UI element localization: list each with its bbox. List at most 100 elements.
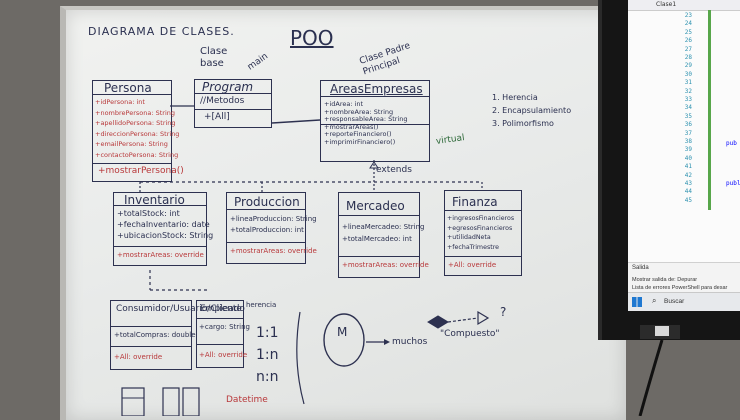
consumidor-name: Consumidor/Usuario/Cliente (116, 304, 242, 314)
line-number: 26 (684, 37, 692, 45)
error-list-tabs[interactable]: Lista de errores PowerShell para desar (632, 285, 728, 291)
code-line: 29 (628, 62, 740, 70)
areas-attribute: +idArea: int (324, 100, 364, 108)
program-name: Program (202, 80, 254, 94)
program-divider (194, 93, 272, 94)
code-pub-2: publ (726, 180, 740, 187)
muchos-label: muchos (392, 337, 428, 347)
areas-attribute: +responsableArea: String (324, 115, 408, 123)
mercadeo-divider-2 (338, 256, 420, 257)
finanza-attribute: +fechaTrimestre (447, 243, 500, 251)
empleado-divider (196, 318, 244, 319)
consumidor-class-box (110, 300, 192, 370)
code-line: 39 (628, 146, 740, 154)
persona-attribute: +apellidoPersona: String (95, 119, 176, 127)
windows-taskbar: ⌕ Buscar (628, 292, 740, 311)
line-number: 28 (684, 54, 692, 61)
line-number: 33 (684, 96, 692, 103)
inventario-attribute: +totalStock: int (117, 209, 180, 218)
code-line: 24 (628, 20, 740, 28)
finanza-attribute: +egresosFinancieros (447, 224, 513, 232)
code-line: 25 (628, 29, 740, 37)
line-number: 25 (684, 28, 692, 36)
program-metodos: //Metodos (200, 96, 245, 106)
code-line: 42 (628, 172, 740, 180)
produccion-divider (226, 209, 306, 210)
line-number: 27 (684, 45, 692, 53)
line-number: 24 (684, 20, 692, 28)
output-panel: Salida Mostrar salida de: Depurar Lista … (628, 262, 740, 295)
editor-tab[interactable]: Clase1 (628, 0, 740, 11)
code-line: 31 (628, 79, 740, 87)
produccion-name: Produccion (234, 195, 300, 209)
code-line: 43 (628, 180, 740, 188)
produccion-class-box (226, 192, 306, 264)
line-number: 44 (684, 188, 692, 196)
output-label[interactable]: Salida (632, 265, 649, 271)
persona-method: +mostrarPersona() (98, 166, 184, 176)
persona-class-box (92, 80, 172, 182)
line-number: 31 (684, 79, 692, 87)
areas-divider (320, 96, 430, 97)
relation-note: herencia (246, 301, 277, 309)
relation-item: 1:n (256, 347, 279, 363)
code-line: 44 (628, 188, 740, 196)
mercadeo-name: Mercadeo (346, 199, 405, 213)
program-all: +[All] (204, 112, 230, 122)
finanza-divider-2 (444, 256, 522, 257)
compuesto-label: "Compuesto" (440, 329, 500, 339)
line-number: 36 (684, 121, 692, 129)
mercadeo-divider (338, 215, 420, 216)
line-number: 42 (684, 171, 692, 179)
empleado-attribute: +cargo: String (199, 323, 250, 331)
gutter-bar (708, 10, 711, 210)
finanza-attribute: +utilidadNeta (447, 234, 491, 241)
whiteboard (60, 6, 626, 420)
finanza-method: +All: override (448, 261, 497, 269)
line-number: 43 (684, 180, 692, 187)
code-line: 28 (628, 54, 740, 62)
persona-attribute: +contactoPersona: String (95, 150, 179, 159)
inventario-attribute: +fechaInventario: date (117, 220, 210, 229)
concept-list-item: 1. Herencia (492, 93, 538, 102)
finanza-attribute: +ingresosFinancieros (447, 215, 515, 222)
produccion-method: +mostrarAreas: override (230, 247, 317, 255)
relation-item: n:n (256, 369, 279, 385)
finanza-name: Finanza (452, 195, 498, 209)
search-icon[interactable]: ⌕ (652, 296, 657, 305)
taskbar-search-label[interactable]: Buscar (664, 298, 685, 305)
inventario-class-box (113, 192, 207, 266)
windows-start-icon[interactable] (632, 297, 642, 307)
code-line: 35 (628, 113, 740, 121)
line-number: 39 (684, 146, 692, 154)
areas-attribute: +mostrarAreas() (324, 122, 379, 131)
line-number: 29 (684, 62, 692, 70)
code-line: 26 (628, 37, 740, 45)
line-number: 38 (684, 138, 692, 145)
areas-attribute: +reporteFinanciero() (324, 130, 392, 138)
extends-label: extends (376, 165, 412, 175)
line-number: 40 (684, 154, 692, 162)
code-line: 41 (628, 163, 740, 171)
areas-attribute: +nombreArea: String (324, 107, 394, 116)
code-line: 33 (628, 96, 740, 104)
mercadeo-attribute: +totalMercadeo: int (342, 235, 412, 243)
program-divider-2 (194, 109, 272, 110)
code-line: 38 (628, 138, 740, 146)
inventario-attribute: +ubicacionStock: String (117, 231, 214, 240)
consumidor-divider-2 (110, 346, 192, 347)
code-line: 23 (628, 12, 740, 20)
persona-divider-top (92, 94, 172, 95)
line-number: 45 (684, 196, 692, 204)
question-mark: ? (500, 305, 507, 319)
persona-attribute: +emailPersona: String (95, 140, 168, 148)
empleado-name: Empleado (200, 304, 245, 314)
line-number: 23 (684, 12, 692, 19)
mercadeo-method: +mostrarAreas: override (342, 261, 429, 269)
areas-divider-2 (320, 124, 430, 125)
output-source[interactable]: Mostrar salida de: Depurar (632, 277, 698, 283)
code-pub-1: pub (726, 140, 737, 147)
code-line: 45 (628, 197, 740, 205)
